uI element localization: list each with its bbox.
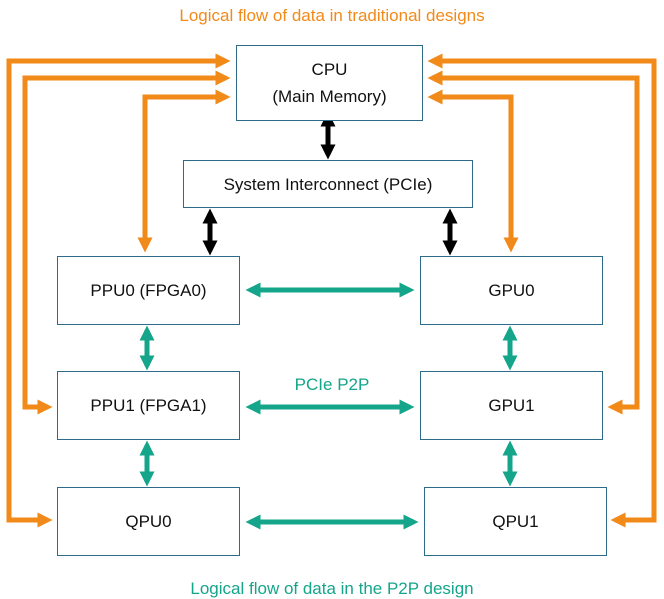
node-gpu0: GPU0 (420, 256, 603, 325)
node-ppu0: PPU0 (FPGA0) (57, 256, 240, 325)
node-ppu1: PPU1 (FPGA1) (57, 371, 240, 440)
pcie-p2p-label: PCIe P2P (294, 375, 370, 394)
orange-arrow-cpu-qpu1 (427, 53, 657, 528)
ppu0-label: PPU0 (FPGA0) (90, 281, 207, 300)
qpu0-label: QPU0 (125, 512, 172, 531)
orange-arrow-cpu-ppu1 (22, 70, 231, 415)
orange-arrow-cpu-ppu0 (137, 89, 231, 253)
gpu1-label: GPU1 (488, 396, 535, 415)
qpu1-label: QPU1 (492, 512, 539, 531)
node-cpu: CPU (Main Memory) (236, 45, 423, 121)
cpu-label: CPU (311, 60, 348, 79)
caption-traditional-flow: Logical flow of data in traditional desi… (179, 6, 485, 25)
gpu0-label: GPU0 (488, 281, 535, 300)
orange-arrow-cpu-gpu1 (427, 70, 640, 415)
cpu-sublabel: (Main Memory) (272, 87, 387, 106)
node-qpu0: QPU0 (57, 487, 240, 556)
orange-arrow-cpu-gpu0 (427, 89, 519, 253)
orange-arrow-cpu-qpu0 (6, 53, 231, 528)
node-gpu1: GPU1 (420, 371, 603, 440)
system-interconnect-label: System Interconnect (PCIe) (223, 174, 433, 194)
node-qpu1: QPU1 (424, 487, 607, 556)
node-system-interconnect: System Interconnect (PCIe) (183, 160, 473, 208)
caption-p2p-flow: Logical flow of data in the P2P design (190, 579, 474, 598)
ppu1-label: PPU1 (FPGA1) (90, 396, 207, 415)
